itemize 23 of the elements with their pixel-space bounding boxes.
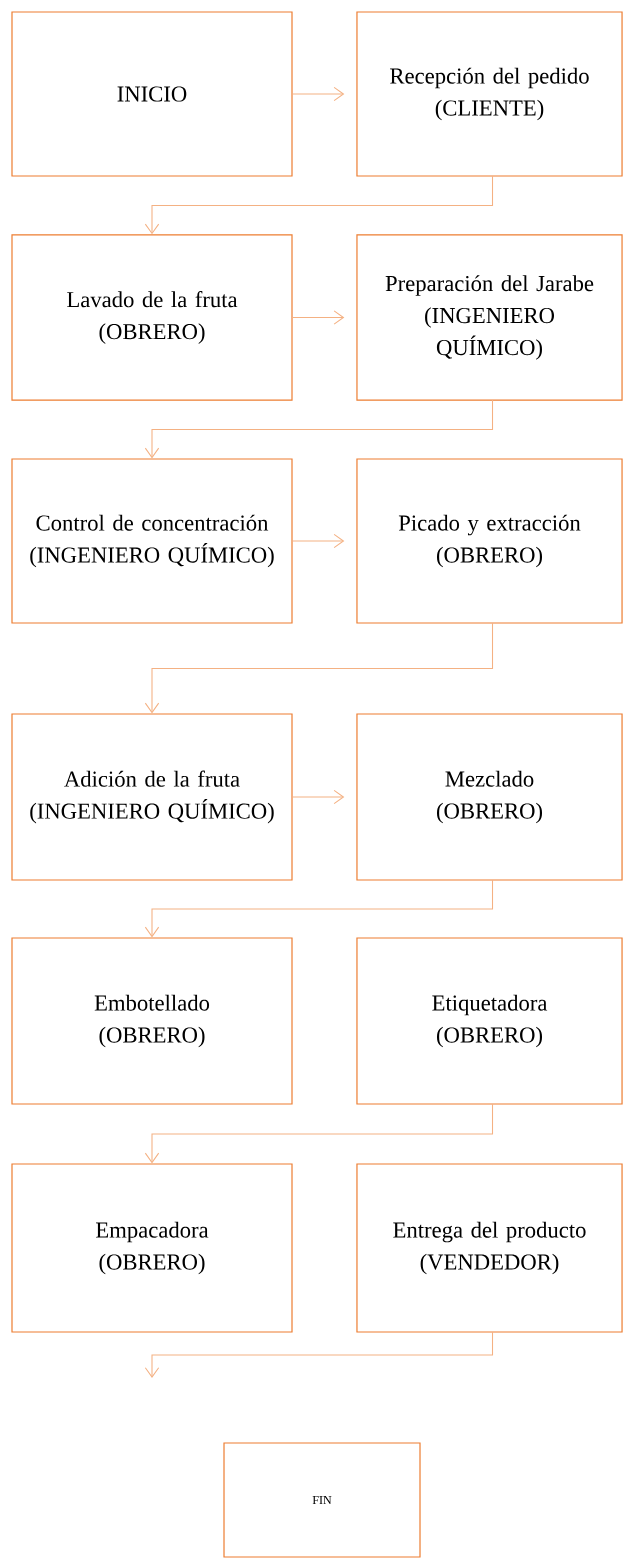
process-box: Empacadora (OBRERO) — [11, 1163, 293, 1333]
process-box: Adición de la fruta (INGENIERO QUÍMICO) — [11, 713, 293, 881]
process-box: Mezclado (OBRERO) — [356, 713, 623, 881]
process-box: Embotellado (OBRERO) — [11, 937, 293, 1105]
arrow — [144, 1331, 494, 1379]
process-box: Lavado de la fruta (OBRERO) — [11, 234, 293, 401]
process-box: Entrega del producto (VENDEDOR) — [356, 1163, 623, 1333]
arrow — [292, 310, 345, 325]
end-box: FIN — [223, 1442, 421, 1558]
arrow — [144, 879, 494, 938]
process-box: Control de concentración (INGENIERO QUÍMICO) — [11, 458, 293, 624]
process-box: Recepción del pedido (CLIENTE) — [356, 11, 623, 177]
process-box: Etiquetadora (OBRERO) — [356, 937, 623, 1105]
arrow — [144, 622, 494, 714]
process-box: Picado y extracción (OBRERO) — [356, 458, 623, 624]
process-box: Preparación del Jarabe (INGENIERO QUÍMICO) — [356, 234, 623, 401]
arrow — [292, 533, 345, 549]
arrow — [292, 86, 345, 102]
arrow — [144, 1103, 494, 1164]
arrow — [144, 399, 494, 459]
arrow — [292, 789, 345, 805]
arrow — [144, 175, 494, 235]
process-box: INICIO — [11, 11, 293, 177]
